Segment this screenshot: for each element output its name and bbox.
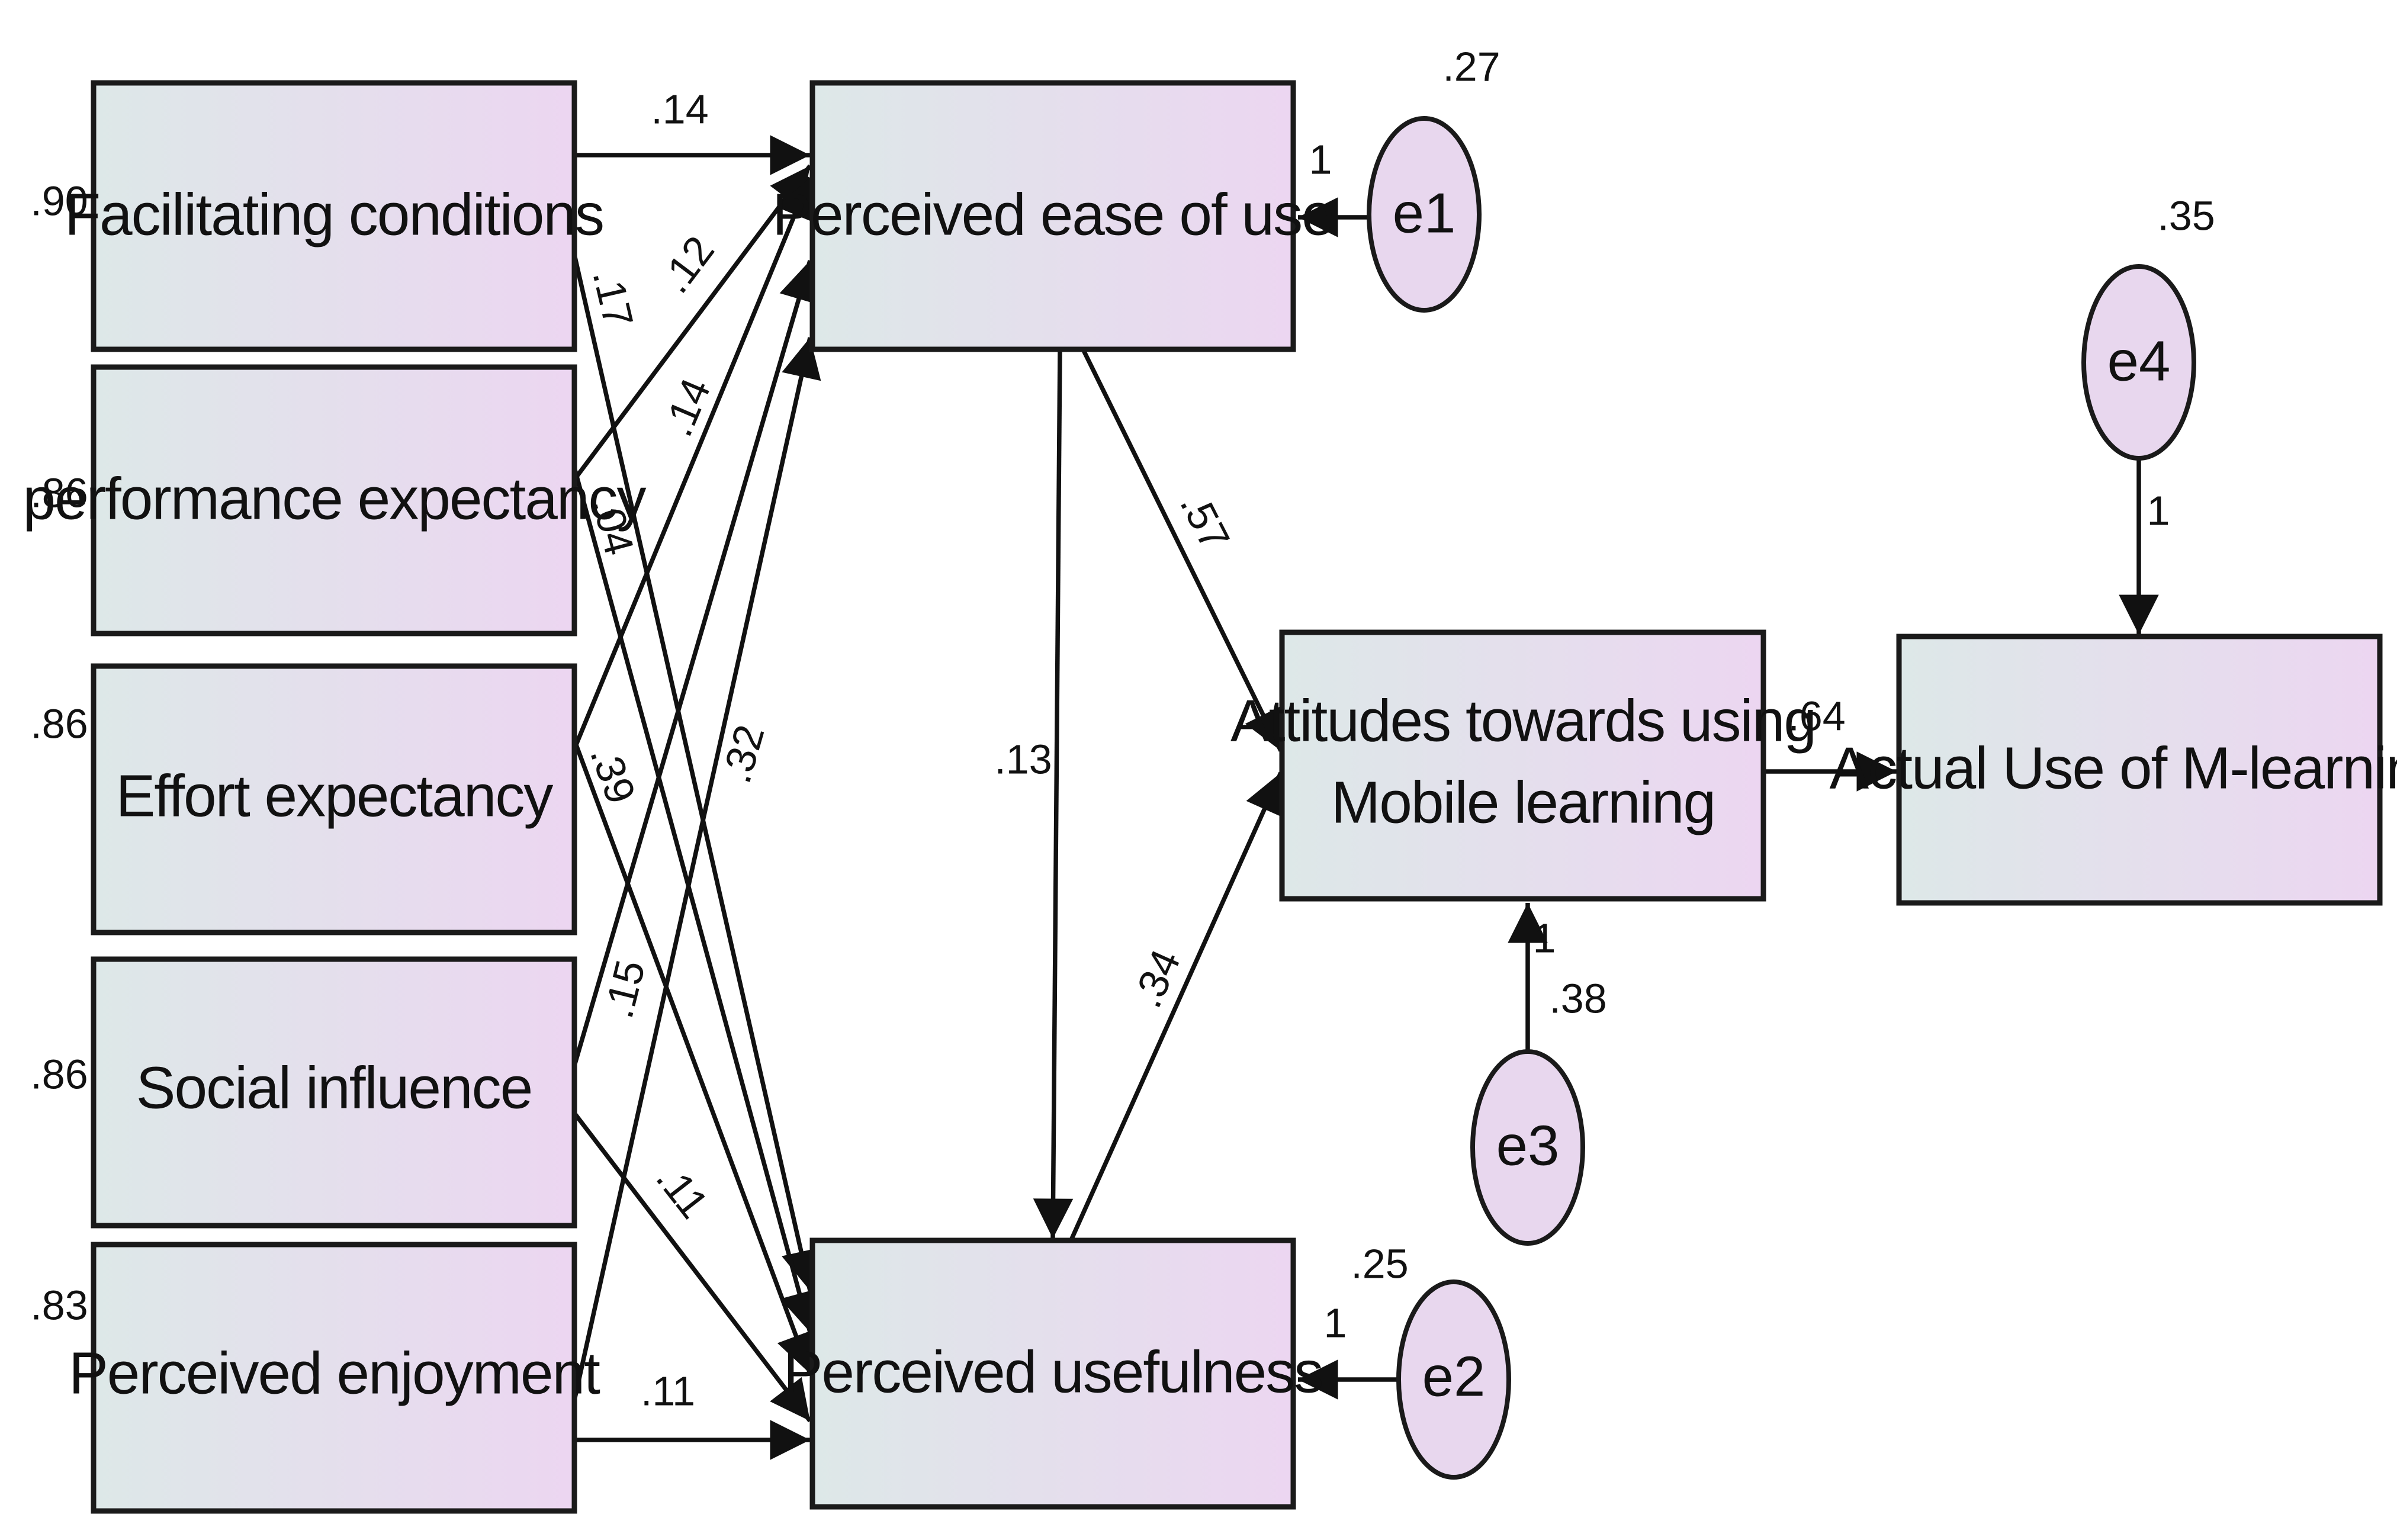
variance-e1: .27	[1442, 43, 1500, 89]
variance-e4: .35	[2157, 192, 2215, 239]
error-circle	[1470, 1049, 1585, 1246]
coef-att-use: .64	[1788, 693, 1845, 739]
variance-e3: .38	[1549, 975, 1606, 1021]
error-e1[interactable]: e1	[1367, 116, 1482, 313]
node-social-influence[interactable]: Social influence	[91, 956, 577, 1229]
error-label: e3	[1496, 1114, 1560, 1177]
box	[91, 364, 577, 636]
path-pe-pu	[572, 467, 819, 1333]
node-label: Perceived usefulness	[783, 1339, 1323, 1405]
node-actual-use[interactable]: Actual Use of M-learning	[1830, 634, 2397, 906]
box	[91, 663, 577, 935]
error-e4[interactable]: e4	[2081, 264, 2196, 461]
path-si-pu	[573, 1111, 812, 1423]
node-label: Effort expectancy	[116, 763, 554, 829]
path-peou-pu	[1033, 350, 1074, 1239]
error-weight-labels: 1 1 1 1	[1309, 136, 2170, 1346]
error-circle	[1396, 1279, 1511, 1480]
error-label: e1	[1393, 181, 1456, 245]
path-ee-pu	[572, 739, 815, 1375]
node-label: performance expectancy	[23, 465, 646, 532]
path-enj-peou	[572, 337, 821, 1401]
node-perceived-usefulness[interactable]: Perceived usefulness	[783, 1237, 1323, 1510]
node-label: Facilitating conditions	[65, 181, 603, 247]
error-e3[interactable]: e3	[1470, 1049, 1585, 1246]
node-attitudes-towards-using[interactable]: Attitudes towards using Mobile learning	[1230, 629, 1817, 902]
error-e2[interactable]: e2	[1396, 1279, 1511, 1480]
weight-e3: 1	[1533, 915, 1556, 961]
variance-enj: .83	[30, 1282, 88, 1328]
coef-enj-pu: .11	[641, 1368, 695, 1414]
coef-pe-peou: .12	[651, 227, 723, 301]
node-facilitating-conditions[interactable]: Facilitating conditions	[65, 80, 605, 352]
coef-ee-pu: .39	[581, 740, 645, 809]
box	[91, 1242, 577, 1514]
coef-ee-peou: .14	[654, 372, 719, 443]
coef-si-pu: .11	[647, 1155, 717, 1227]
node-label: Perceived ease of use	[772, 181, 1334, 247]
path-ee-peou	[572, 176, 814, 750]
path-peou-att	[1081, 349, 1283, 752]
weight-e2: 1	[1324, 1300, 1347, 1346]
node-label: Actual Use of M-learning	[1830, 735, 2397, 801]
node-perceived-ease-of-use[interactable]: Perceived ease of use	[772, 80, 1335, 352]
path-pu-att	[1069, 771, 1283, 1240]
weight-e1: 1	[1309, 136, 1332, 182]
node-effort-expectancy[interactable]: Effort expectancy	[91, 663, 577, 935]
path-fc-pu	[572, 254, 821, 1291]
error-circle	[2081, 264, 2196, 461]
box	[809, 1237, 1296, 1510]
error-label: e2	[1422, 1345, 1486, 1408]
node-label: Social influence	[136, 1054, 532, 1121]
node-label: Perceived enjoyment	[69, 1340, 600, 1406]
path-si-peou	[572, 259, 818, 1067]
variance-e2: .25	[1351, 1240, 1408, 1287]
box	[1279, 629, 1766, 902]
node-label-line1: Attitudes towards using	[1230, 687, 1816, 754]
variance-ee: .86	[30, 700, 88, 747]
weight-e4: 1	[2147, 487, 2170, 533]
coef-peou-pu: .13	[994, 736, 1052, 782]
edges	[572, 135, 2159, 1460]
box	[91, 956, 577, 1229]
box	[91, 80, 577, 352]
variance-labels: .90 .86 .86 .86 .83 .27 .25 .38 .35	[30, 43, 2215, 1328]
error-circle	[1367, 116, 1482, 313]
node-performance-expectancy[interactable]: performance expectancy	[23, 364, 648, 636]
variance-pe: .86	[30, 470, 88, 516]
node-label-line2: Mobile learning	[1331, 769, 1715, 835]
box	[1896, 634, 2383, 906]
coef-fc-pu: .17	[584, 265, 642, 332]
variance-fc: .90	[30, 178, 88, 224]
box	[809, 80, 1296, 352]
coef-fc-peou: .14	[651, 86, 708, 132]
node-perceived-enjoyment[interactable]: Perceived enjoyment	[69, 1242, 602, 1514]
error-label: e4	[2107, 329, 2171, 393]
variance-si: .86	[30, 1051, 88, 1097]
